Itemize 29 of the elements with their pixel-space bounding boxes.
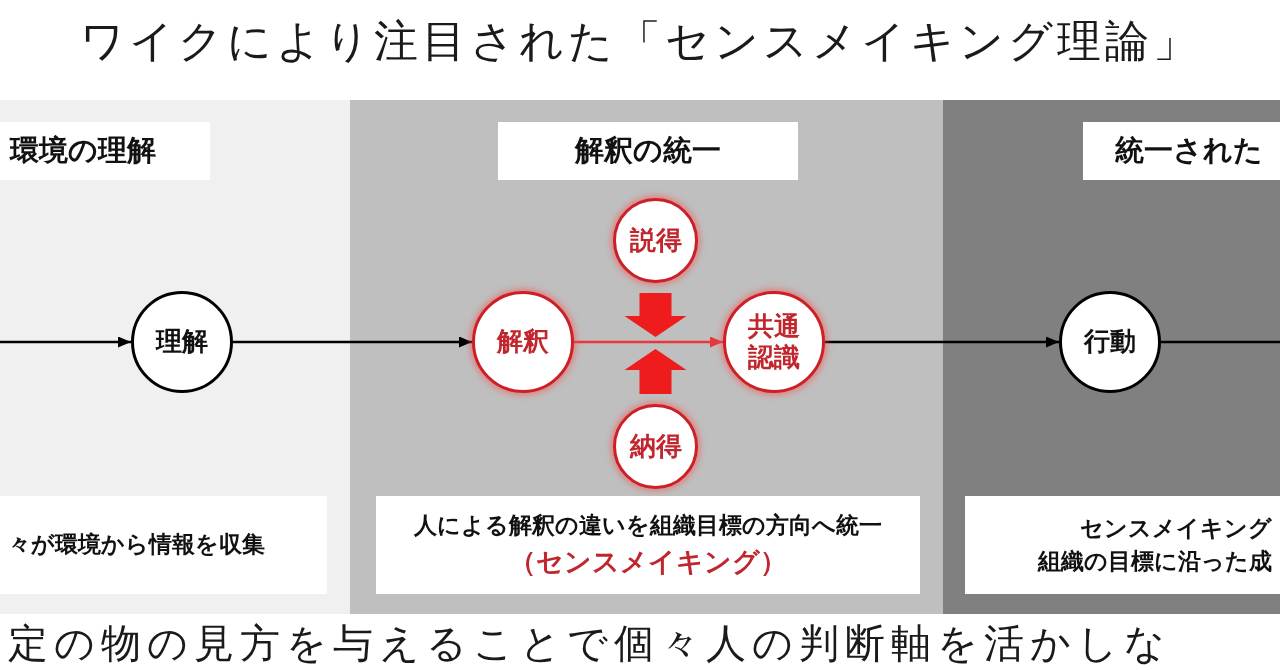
circle-node: 理解 (131, 291, 233, 393)
heading-box: 統一された (1083, 122, 1280, 180)
node-text: 共通認識 (747, 310, 801, 374)
heading-box: 解釈の統一 (498, 122, 798, 180)
block-arrow (624, 293, 687, 337)
panel (943, 100, 1280, 614)
line (1161, 340, 1280, 344)
highlight-text: （センスメイキング） (509, 545, 787, 580)
panel (0, 100, 350, 614)
body-text: センスメイキング (1080, 513, 1272, 543)
panel (350, 100, 943, 614)
circle-node: 行動 (1059, 291, 1161, 393)
body-text: 人による解釈の違いを組織目標の方向へ統一 (414, 510, 882, 540)
arrow (825, 336, 1059, 348)
circle-node: 納得 (613, 404, 698, 489)
text-line: 定の物の見方を与えることで個々人の判断軸を活かしな (8, 620, 1171, 666)
circle-node: 解釈 (472, 291, 574, 393)
circle-node (723, 291, 825, 393)
text-box (376, 496, 920, 594)
text-box (965, 496, 1280, 594)
circle-node: 説得 (613, 198, 698, 283)
block-arrow (624, 349, 687, 394)
body-text: 組織の目標に沿った成 (1038, 547, 1272, 576)
arrow (574, 336, 723, 348)
title: ワイクにより注目された「センスメイキング理論」 (79, 14, 1201, 68)
arrow (0, 336, 131, 348)
heading-box: 環境の理解 (0, 122, 210, 180)
text-box: 々が環境から情報を収集 (0, 496, 327, 594)
arrow (233, 336, 472, 348)
